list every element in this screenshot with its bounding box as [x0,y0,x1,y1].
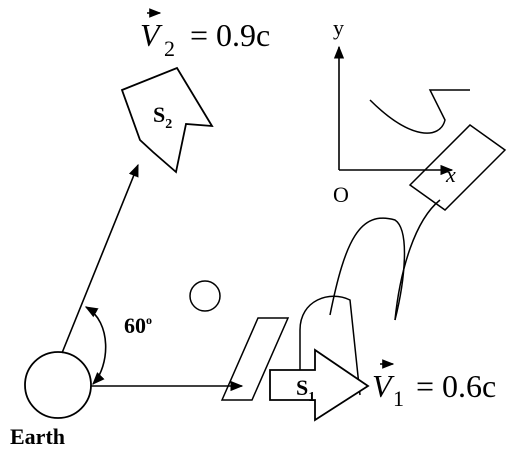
spaceship-s1-icon [269,348,370,422]
small-circle [189,280,221,312]
origin-label: O [333,182,349,207]
angle-arc [84,306,107,385]
watermark-stroke-6 [369,89,470,134]
v1-subscript: 1 [393,386,404,411]
x-axis-label: x [445,162,456,187]
v2-label: V 2 = 0.9c [140,8,270,61]
s1-label: S1 [296,375,315,405]
spaceship-s2-icon [120,66,214,174]
watermark-stroke-4 [394,199,441,321]
earth-label: Earth [10,424,65,449]
s2-label: S2 [153,102,172,132]
v1-label: V 1 = 0.6c [372,359,496,411]
v2-symbol: V [140,17,163,53]
spaceship-s2: S2 [120,66,214,174]
watermark-stroke-1 [220,317,290,401]
spaceship-s1: S1 [269,348,370,422]
coordinate-axes: y x O [333,15,456,207]
watermark-stroke-5 [408,124,507,211]
watermark [220,89,507,401]
v2-subscript: 2 [164,36,175,61]
angle-label: 60o [124,313,152,338]
earth-circle [24,351,92,419]
v1-symbol: V [372,368,395,404]
v1-value: = 0.6c [416,368,496,404]
v2-vector-arrow [61,163,139,354]
v2-value: = 0.9c [190,17,270,53]
y-axis-label: y [333,15,344,40]
watermark-stroke-2 [299,295,361,396]
watermark-stroke-3 [329,217,406,321]
